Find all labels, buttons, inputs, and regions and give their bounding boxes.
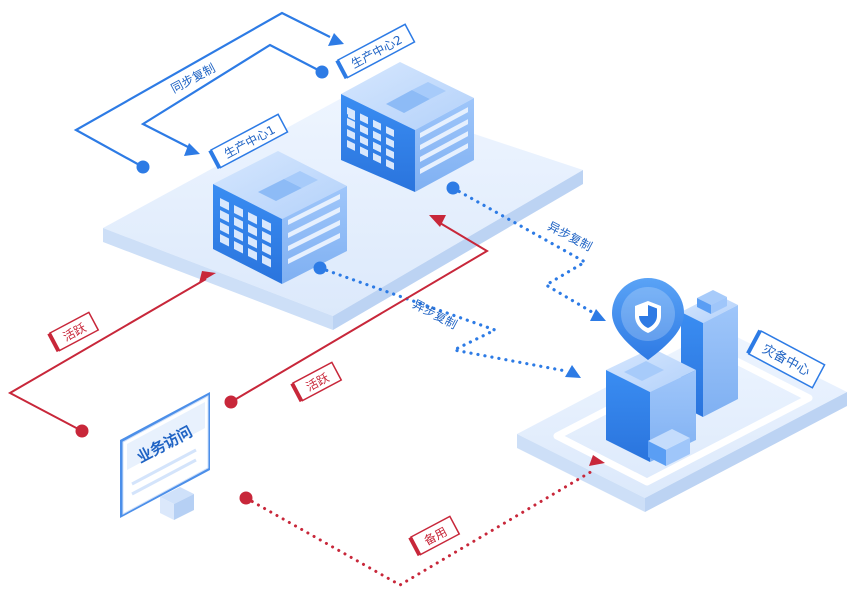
connector-dot bbox=[75, 424, 89, 438]
facade-stripe bbox=[420, 143, 468, 174]
arrow-head bbox=[589, 455, 605, 466]
active-access-lines bbox=[7, 222, 489, 432]
connector-dot bbox=[315, 65, 329, 79]
async-replication-label-2: 异步复制 bbox=[410, 297, 459, 332]
window bbox=[373, 141, 381, 153]
window bbox=[360, 124, 368, 136]
window bbox=[248, 236, 257, 249]
monitor-icon bbox=[120, 392, 210, 520]
active-tag-2: 活跃 bbox=[290, 361, 343, 403]
window bbox=[386, 159, 394, 171]
window bbox=[220, 198, 229, 211]
connector-dot bbox=[313, 261, 327, 275]
window bbox=[386, 126, 394, 138]
connector-dot bbox=[446, 181, 460, 195]
window bbox=[248, 212, 257, 225]
facade-stripe bbox=[288, 233, 340, 264]
facade-stripe bbox=[288, 194, 340, 225]
arrow-head bbox=[590, 309, 606, 321]
shield-icon bbox=[635, 301, 661, 333]
sync-replication-lines bbox=[73, 11, 331, 168]
window bbox=[234, 205, 243, 218]
building-1-stripes bbox=[288, 194, 340, 264]
window bbox=[360, 146, 368, 158]
window bbox=[262, 255, 271, 268]
window bbox=[347, 107, 355, 118]
window bbox=[386, 137, 394, 149]
window bbox=[360, 135, 368, 147]
window bbox=[262, 243, 271, 256]
facade-stripe bbox=[420, 131, 468, 162]
window bbox=[347, 140, 355, 151]
shield-pin bbox=[612, 278, 684, 360]
dr-main-building bbox=[606, 348, 696, 466]
building-2-stripes bbox=[420, 107, 468, 174]
active-tag-1: 活跃 bbox=[47, 311, 100, 353]
connector-dot bbox=[224, 395, 238, 409]
facade-stripe bbox=[288, 220, 340, 251]
window bbox=[262, 219, 271, 232]
arrow-head bbox=[199, 271, 216, 283]
arrow-head bbox=[565, 365, 581, 378]
dr-tower bbox=[681, 290, 738, 417]
arrow-head bbox=[184, 143, 200, 156]
window bbox=[360, 113, 368, 125]
window bbox=[220, 222, 229, 235]
standby-tag: 备用 bbox=[408, 515, 461, 557]
window bbox=[220, 210, 229, 223]
window bbox=[248, 248, 257, 261]
window bbox=[386, 148, 394, 160]
window bbox=[373, 152, 381, 164]
building-1-windows bbox=[220, 198, 271, 268]
connector-dot bbox=[136, 160, 150, 174]
facade-stripe bbox=[420, 119, 468, 150]
window bbox=[347, 118, 355, 129]
sync-replication-label: 同步复制 bbox=[169, 61, 218, 96]
window bbox=[234, 229, 243, 242]
arrow-head bbox=[429, 215, 446, 227]
window bbox=[220, 234, 229, 247]
async-replication-label-1: 异步复制 bbox=[545, 219, 594, 254]
window bbox=[262, 231, 271, 244]
window bbox=[347, 129, 355, 140]
facade-stripe bbox=[288, 207, 340, 238]
window bbox=[234, 241, 243, 254]
building-2-windows bbox=[347, 107, 394, 171]
arrow-head bbox=[328, 33, 344, 46]
facade-stripe bbox=[420, 107, 468, 138]
connector-dot bbox=[239, 491, 253, 505]
standby-line bbox=[244, 468, 596, 587]
window bbox=[248, 224, 257, 237]
window bbox=[234, 217, 243, 230]
window bbox=[373, 119, 381, 131]
window bbox=[373, 130, 381, 142]
